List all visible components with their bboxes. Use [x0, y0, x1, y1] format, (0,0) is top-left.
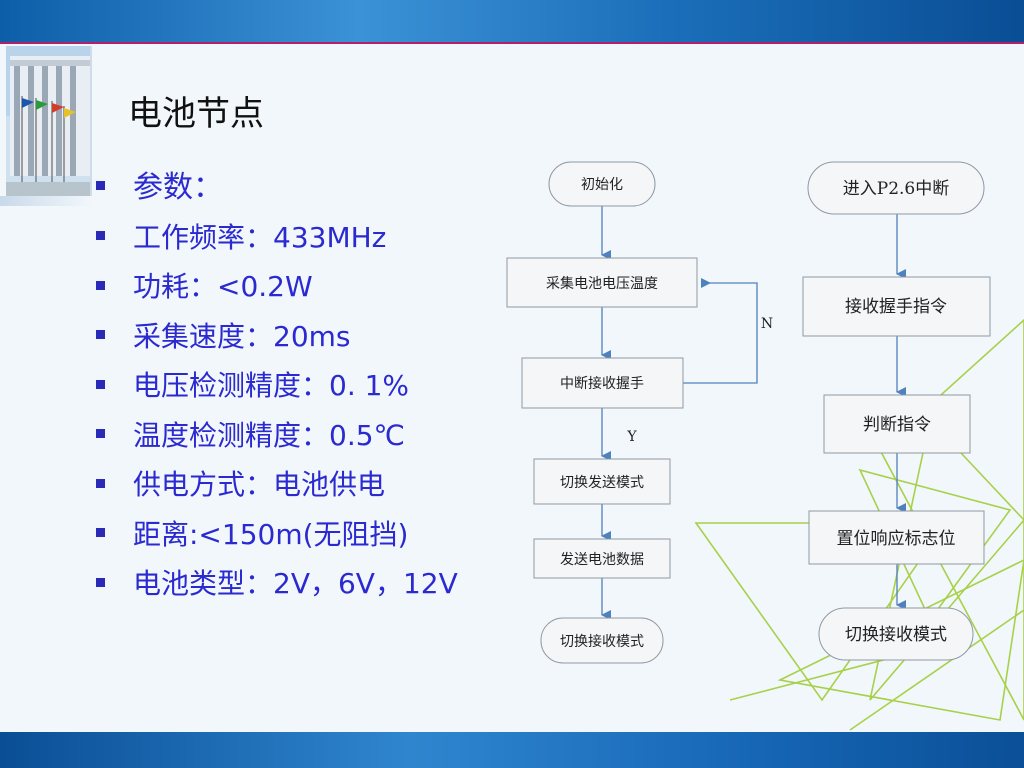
list-item: 参数：: [96, 168, 458, 218]
list-item: 电池类型：2V，6V，12V: [96, 564, 458, 614]
square-bullet-icon: [96, 330, 105, 339]
node-switch-send: 切换发送模式: [533, 458, 671, 505]
node-handshake-label: 中断接收握手: [560, 375, 644, 392]
list-item-text: 电池类型：2V，6V，12V: [133, 567, 458, 600]
node-switch-recv-left: 切换接收模式: [540, 617, 664, 664]
node-start: 初始化: [548, 161, 656, 207]
node-receive: 接收握手指令: [802, 276, 991, 337]
left-flow-arrows: [601, 206, 758, 620]
branch-yes-label: Y: [626, 429, 637, 445]
node-collect-label: 采集电池电压温度: [546, 275, 658, 292]
square-bullet-icon: [96, 528, 105, 537]
square-bullet-icon: [96, 181, 105, 190]
node-send-data: 发送电池数据: [533, 538, 671, 579]
square-bullet-icon: [96, 280, 105, 290]
footer-band: [0, 732, 1024, 768]
list-item-text: 采集速度：20ms: [133, 319, 351, 353]
node-interrupt-label: 进入P2.6中断: [843, 179, 949, 199]
building-photo: [6, 46, 92, 196]
list-item: 采集速度：20ms: [96, 317, 458, 367]
photo-underline: [0, 196, 92, 206]
node-interrupt: 进入P2.6中断: [807, 161, 985, 215]
list-item-text: 工作频率：433MHz: [133, 220, 387, 254]
node-switch-recv-right: 切换接收模式: [818, 607, 974, 661]
node-set-flag: 置位响应标志位: [808, 510, 985, 565]
node-judge-label: 判断指令: [863, 415, 931, 435]
header-band: [0, 0, 1024, 42]
square-bullet-icon: [96, 577, 105, 587]
node-set-flag-label: 置位响应标志位: [837, 529, 956, 549]
list-item: 电压检测精度：0. 1%: [96, 366, 458, 416]
list-item-text: 供电方式：电池供电: [133, 468, 386, 501]
list-item-text: 温度检测精度：0.5℃: [133, 418, 405, 452]
list-item: 供电方式：电池供电: [96, 465, 458, 515]
list-item-text: 功耗：<0.2W: [133, 270, 313, 303]
node-switch-recv-left-label: 切换接收模式: [560, 633, 644, 650]
square-bullet-icon: [96, 231, 105, 240]
node-judge: 判断指令: [823, 394, 971, 454]
list-item: 工作频率：433MHz: [96, 218, 458, 268]
node-switch-send-label: 切换发送模式: [560, 474, 644, 491]
node-start-label: 初始化: [581, 176, 623, 193]
list-item: 功耗：<0.2W: [96, 267, 458, 317]
list-item: 距离:<150m(无阻挡): [96, 515, 458, 565]
header-accent-line: [0, 42, 1024, 44]
node-send-data-label: 发送电池数据: [560, 552, 644, 568]
list-item-text: 距离:<150m(无阻挡): [133, 517, 409, 551]
square-bullet-icon: [96, 478, 105, 488]
list-item-text: 电压检测精度：0. 1%: [133, 369, 410, 402]
parameter-list: 参数： 工作频率：433MHz 功耗：<0.2W 采集速度：20ms 电压检测精…: [96, 168, 458, 614]
node-receive-label: 接收握手指令: [845, 297, 947, 317]
node-handshake: 中断接收握手: [521, 357, 684, 409]
node-collect: 采集电池电压温度: [506, 257, 698, 308]
list-item: 温度检测精度：0.5℃: [96, 416, 458, 466]
square-bullet-icon: [96, 379, 105, 389]
square-bullet-icon: [96, 429, 105, 438]
branch-no-label: N: [761, 316, 773, 332]
node-switch-recv-right-label: 切换接收模式: [845, 625, 947, 645]
page-title: 电池节点: [128, 94, 264, 134]
list-item-text: 参数：: [133, 170, 223, 205]
